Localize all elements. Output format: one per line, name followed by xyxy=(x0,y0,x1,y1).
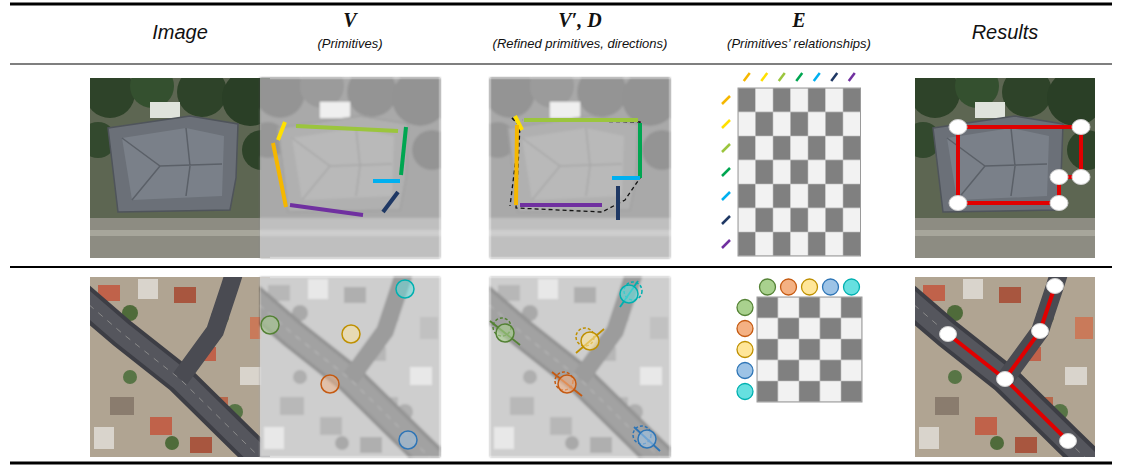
math-symbol: E xyxy=(792,9,805,32)
direction-lines xyxy=(512,118,640,212)
primitive-point xyxy=(396,280,414,298)
column-subtitle: (Primitives) xyxy=(318,37,383,52)
primitive-line xyxy=(273,143,286,207)
result-vertices xyxy=(940,279,1077,449)
primitive-point xyxy=(321,375,339,393)
image-fade xyxy=(260,78,440,258)
primitive-line xyxy=(290,205,363,215)
refined-line xyxy=(516,125,517,205)
primitive-line xyxy=(383,192,398,212)
primitives-panel xyxy=(250,64,452,270)
refined-panel xyxy=(480,64,682,270)
matrix-color-keys xyxy=(737,279,860,400)
image-fade xyxy=(490,78,670,258)
result-panel xyxy=(905,64,1107,270)
refined-panel xyxy=(480,267,680,466)
primitive-point xyxy=(399,431,417,449)
result-graph-edge xyxy=(1005,286,1055,379)
table-rule xyxy=(10,63,1112,64)
refined-line xyxy=(616,186,620,220)
primitives-panel xyxy=(250,267,450,466)
direction-lines xyxy=(490,281,660,451)
aerial-image xyxy=(80,267,280,466)
column-subtitle: (Refined primitives, directions) xyxy=(493,37,668,52)
table-rule xyxy=(10,462,1112,465)
result-panel xyxy=(905,267,1105,466)
adjacency-grid xyxy=(738,88,861,256)
refined-points xyxy=(496,285,656,448)
result-polygon xyxy=(958,127,1081,203)
primitive-line xyxy=(296,126,398,131)
direction-lines xyxy=(510,118,520,206)
refined-line xyxy=(612,176,640,180)
column-header: Image xyxy=(152,21,208,44)
math-symbol: V′, D xyxy=(558,9,601,32)
aerial-image xyxy=(80,64,282,270)
math-symbol: V xyxy=(343,9,356,32)
primitive-point xyxy=(261,316,279,334)
table-rule xyxy=(10,3,1112,6)
result-vertices xyxy=(949,120,1090,211)
matrix-color-keys xyxy=(722,73,855,248)
adjacency-grid xyxy=(757,297,862,402)
relationship-matrix xyxy=(737,279,862,402)
primitive-line xyxy=(278,122,285,140)
point-primitives xyxy=(261,280,417,449)
image-fade xyxy=(260,277,440,457)
relationship-matrix xyxy=(722,73,861,256)
table-rule xyxy=(10,266,1112,268)
primitive-point xyxy=(342,325,360,343)
column-subtitle: (Primitives’ relationships) xyxy=(727,37,871,52)
primitive-line xyxy=(401,127,406,175)
refined-line xyxy=(520,203,602,207)
original-points xyxy=(493,282,651,444)
result-graph-edge xyxy=(948,334,1068,441)
column-header: Results xyxy=(972,21,1039,44)
line-primitives xyxy=(273,122,406,215)
image-fade xyxy=(490,277,670,457)
primitive-line xyxy=(373,179,400,183)
refined-line xyxy=(638,123,642,178)
refined-line xyxy=(524,118,638,122)
